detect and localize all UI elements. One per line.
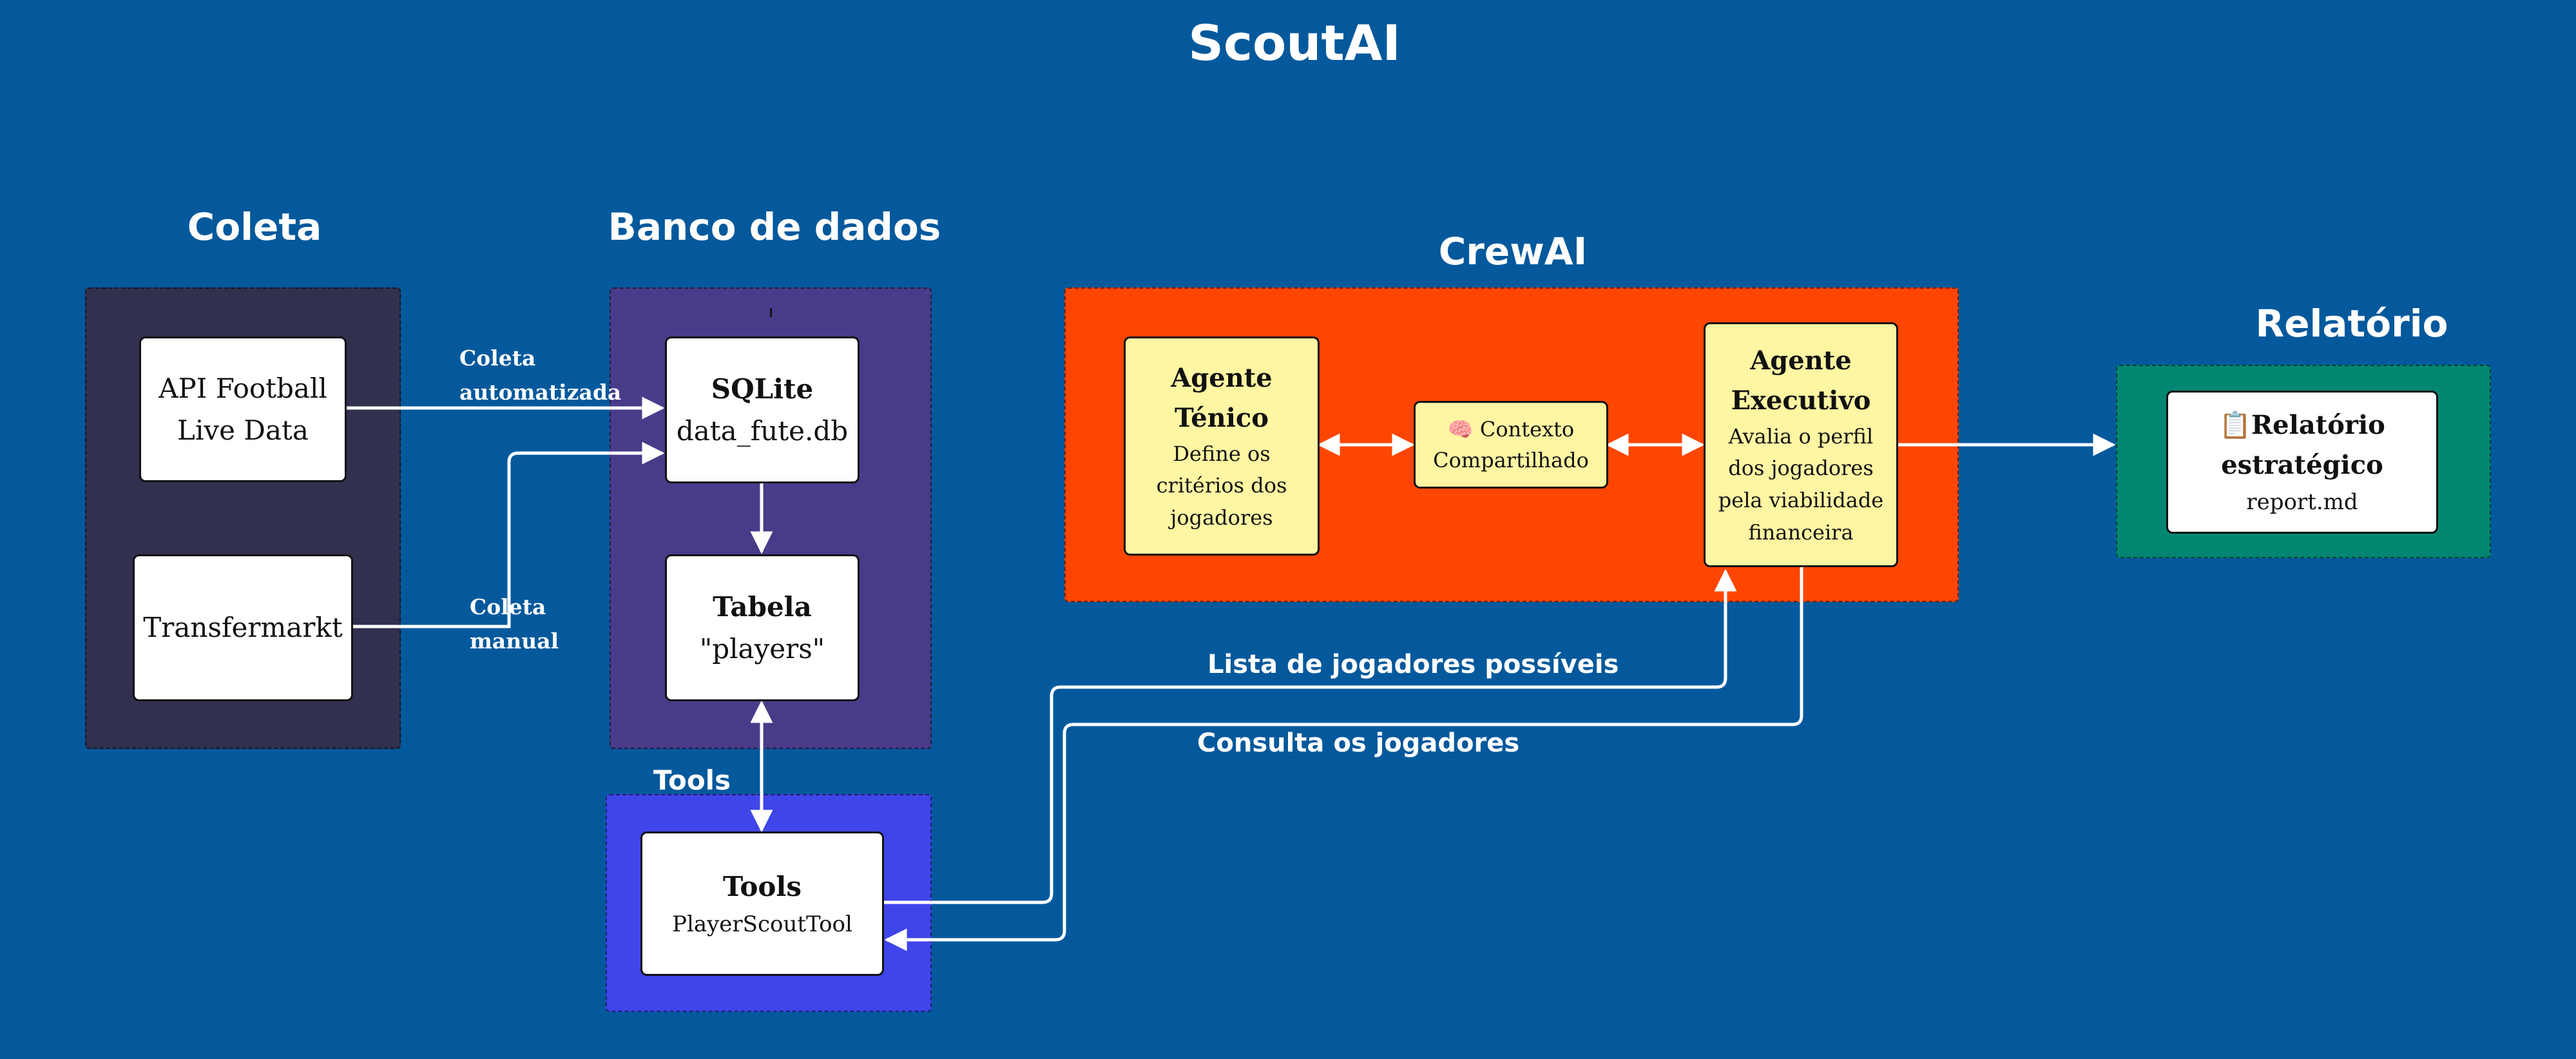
node-agente-tecnico-title1: Agente — [1171, 362, 1273, 393]
section-title-crewai: CrewAI — [1438, 229, 1588, 273]
node-agente-tecnico-desc2: critérios dos — [1156, 473, 1287, 498]
node-tools[interactable]: Tools PlayerScoutTool — [640, 831, 884, 976]
node-agente-tecnico-desc1: Define os — [1173, 441, 1271, 466]
node-api-football-line1: API Football — [159, 372, 327, 404]
node-agente-executivo[interactable]: Agente Executivo Avalia o perfil dos jog… — [1704, 322, 1898, 567]
node-agente-tecnico[interactable]: Agente Ténico Define os critérios dos jo… — [1124, 336, 1320, 556]
label-coleta-automatizada: Coleta automatizada — [459, 345, 622, 405]
node-relatorio-sub: report.md — [2246, 489, 2358, 515]
node-agente-tecnico-title2: Ténico — [1175, 402, 1269, 433]
node-agente-exec-desc1: Avalia o perfil — [1728, 423, 1874, 449]
node-transfermarkt[interactable]: Transfermarkt — [133, 554, 353, 701]
label-consulta-jogadores: Consulta os jogadores — [1197, 728, 1520, 758]
section-title-relatorio: Relatório — [2255, 302, 2448, 345]
node-tabela-title: Tabela — [713, 590, 812, 623]
section-title-banco: Banco de dados — [608, 205, 941, 249]
node-agente-exec-desc2: dos jogadores — [1728, 456, 1874, 481]
section-title-tools: Tools — [653, 764, 731, 796]
clipboard-icon: 📋 — [2219, 409, 2251, 440]
node-transfermarkt-label: Transfermarkt — [143, 612, 343, 644]
node-tools-sub: PlayerScoutTool — [672, 911, 852, 938]
section-title-coleta: Coleta — [187, 205, 322, 249]
node-sqlite[interactable]: SQLite data_fute.db — [665, 336, 860, 483]
node-relatorio-title2: estratégico — [2221, 449, 2383, 480]
node-tabela-sub: "players" — [699, 633, 825, 665]
node-sqlite-sub: data_fute.db — [676, 415, 849, 447]
brain-icon: 🧠 — [1447, 417, 1474, 442]
edge-tools-to-exec — [884, 568, 1737, 904]
node-contexto-line1: Contexto — [1479, 417, 1575, 442]
node-api-football[interactable]: API Football Live Data — [139, 336, 347, 482]
edge-transfermarkt-to-sqlite — [353, 442, 665, 628]
node-tabela-players[interactable]: Tabela "players" — [665, 554, 860, 701]
stray-mark — [770, 308, 772, 317]
node-tools-title: Tools — [722, 871, 802, 903]
label-coleta-manual: Coleta manual — [470, 594, 559, 654]
edge-exec-to-tools — [884, 567, 1803, 951]
label-lista-jogadores: Lista de jogadores possíveis — [1207, 650, 1619, 679]
node-api-football-line2: Live Data — [177, 414, 309, 446]
node-relatorio-estrategico[interactable]: 📋Relatório estratégico report.md — [2166, 391, 2438, 534]
page-title: ScoutAI — [1188, 14, 1401, 72]
node-contexto-line2: Compartilhado — [1433, 448, 1589, 472]
node-sqlite-title: SQLite — [711, 373, 814, 405]
node-relatorio-title1: Relatório — [2251, 409, 2385, 440]
node-agente-exec-title2: Executivo — [1731, 385, 1871, 416]
node-agente-exec-desc4: financeira — [1748, 520, 1854, 545]
node-contexto-compartilhado[interactable]: 🧠 Contexto Compartilhado — [1414, 401, 1608, 489]
node-agente-exec-desc3: pela viabilidade — [1718, 488, 1884, 512]
node-agente-tecnico-desc3: jogadores — [1170, 505, 1273, 530]
node-agente-exec-title1: Agente — [1750, 345, 1852, 376]
